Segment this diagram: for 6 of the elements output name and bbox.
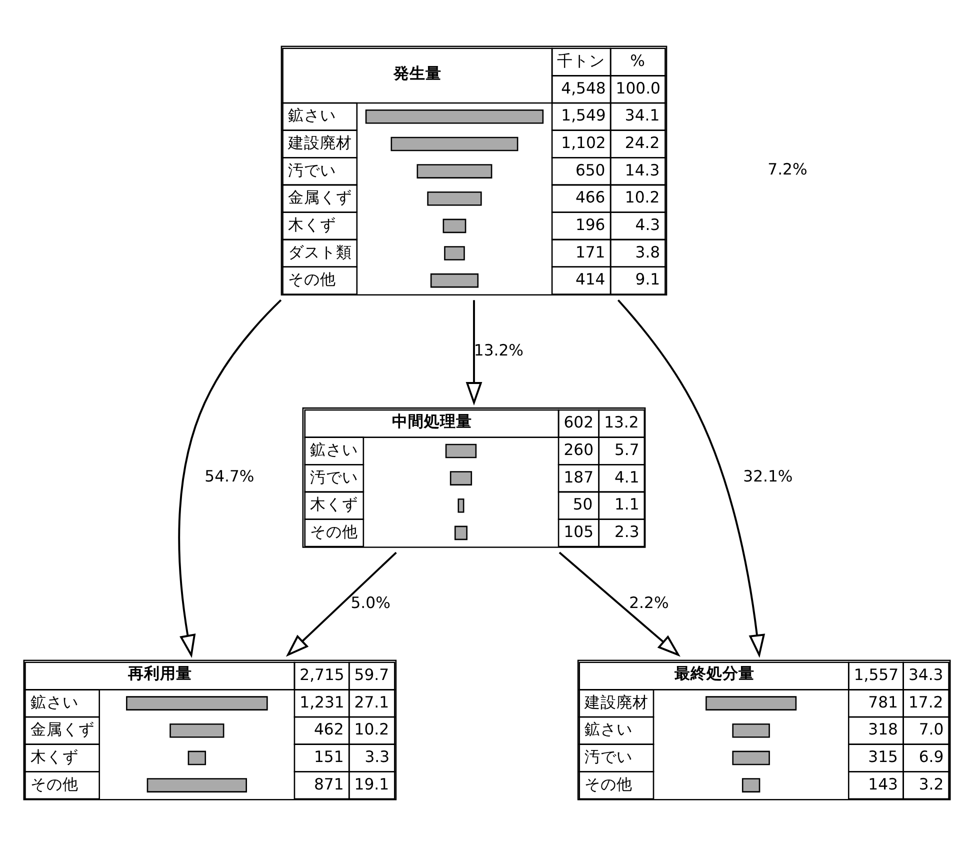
edge-label: 32.1% (743, 468, 793, 486)
edge-label: 5.0% (350, 594, 390, 612)
edge-label: 2.2% (629, 594, 669, 612)
edge-label: 13.2% (474, 341, 524, 360)
label: 7.2% (768, 160, 808, 179)
edge-label: 54.7% (204, 468, 254, 486)
